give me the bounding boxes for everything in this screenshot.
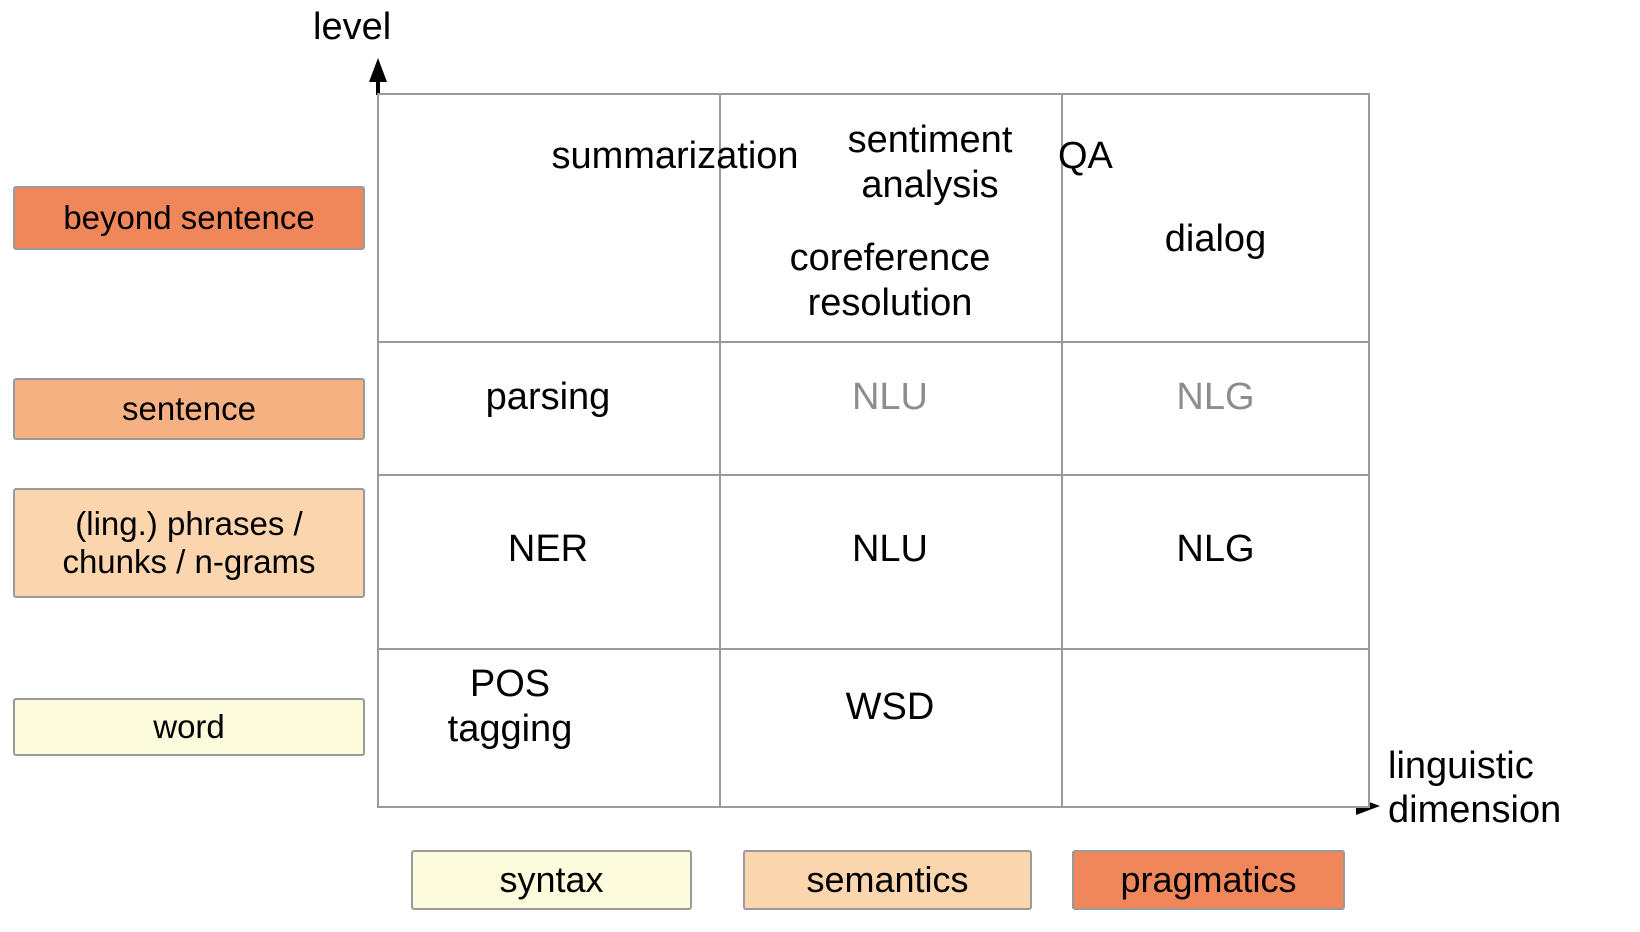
cell-nlg-phrase: NLG (1176, 528, 1255, 570)
x-axis-label: linguistic dimension (1388, 745, 1562, 831)
column-label-semantics[interactable]: semantics (743, 850, 1032, 910)
cell-nlg-sentence: NLG (1176, 376, 1255, 418)
row-label-sentence-text: sentence (122, 390, 256, 427)
cell-pos-tagging: POS tagging (447, 663, 573, 750)
cell-nlu-sentence: NLU (851, 376, 929, 418)
row-label-beyond-sentence-text: beyond sentence (63, 199, 315, 236)
grid-divider-horizontal-1 (379, 341, 1368, 343)
cell-sentiment-analysis: sentiment analysis (847, 119, 1013, 206)
column-label-semantics-text: semantics (806, 859, 969, 900)
y-axis-arrowhead (369, 58, 387, 82)
cell-parsing: parsing (485, 376, 611, 418)
row-label-beyond-sentence[interactable]: beyond sentence (13, 186, 365, 250)
grid-divider-vertical-2 (1061, 95, 1063, 806)
row-label-phrases-text: (ling.) phrases / chunks / n-grams (62, 505, 316, 580)
row-label-word[interactable]: word (13, 698, 365, 756)
column-label-syntax-text: syntax (499, 859, 604, 900)
cell-qa: QA (1058, 135, 1113, 177)
cell-wsd: WSD (845, 686, 935, 728)
cell-ner: NER (507, 528, 589, 570)
column-label-pragmatics[interactable]: pragmatics (1072, 850, 1345, 910)
row-label-sentence[interactable]: sentence (13, 378, 365, 440)
row-label-word-text: word (153, 708, 225, 745)
cell-nlu-phrase: NLU (851, 528, 929, 570)
grid-divider-horizontal-3 (379, 648, 1368, 650)
row-label-phrases[interactable]: (ling.) phrases / chunks / n-grams (13, 488, 365, 598)
cell-summarization: summarization (551, 135, 799, 177)
cell-coreference-resolution: coreference resolution (789, 237, 991, 324)
column-label-syntax[interactable]: syntax (411, 850, 692, 910)
column-label-pragmatics-text: pragmatics (1120, 859, 1297, 900)
cell-dialog: dialog (1164, 218, 1267, 260)
grid-divider-vertical-1 (719, 95, 721, 806)
y-axis-label: level (313, 6, 392, 48)
grid-divider-horizontal-2 (379, 474, 1368, 476)
matrix-grid (377, 93, 1370, 808)
